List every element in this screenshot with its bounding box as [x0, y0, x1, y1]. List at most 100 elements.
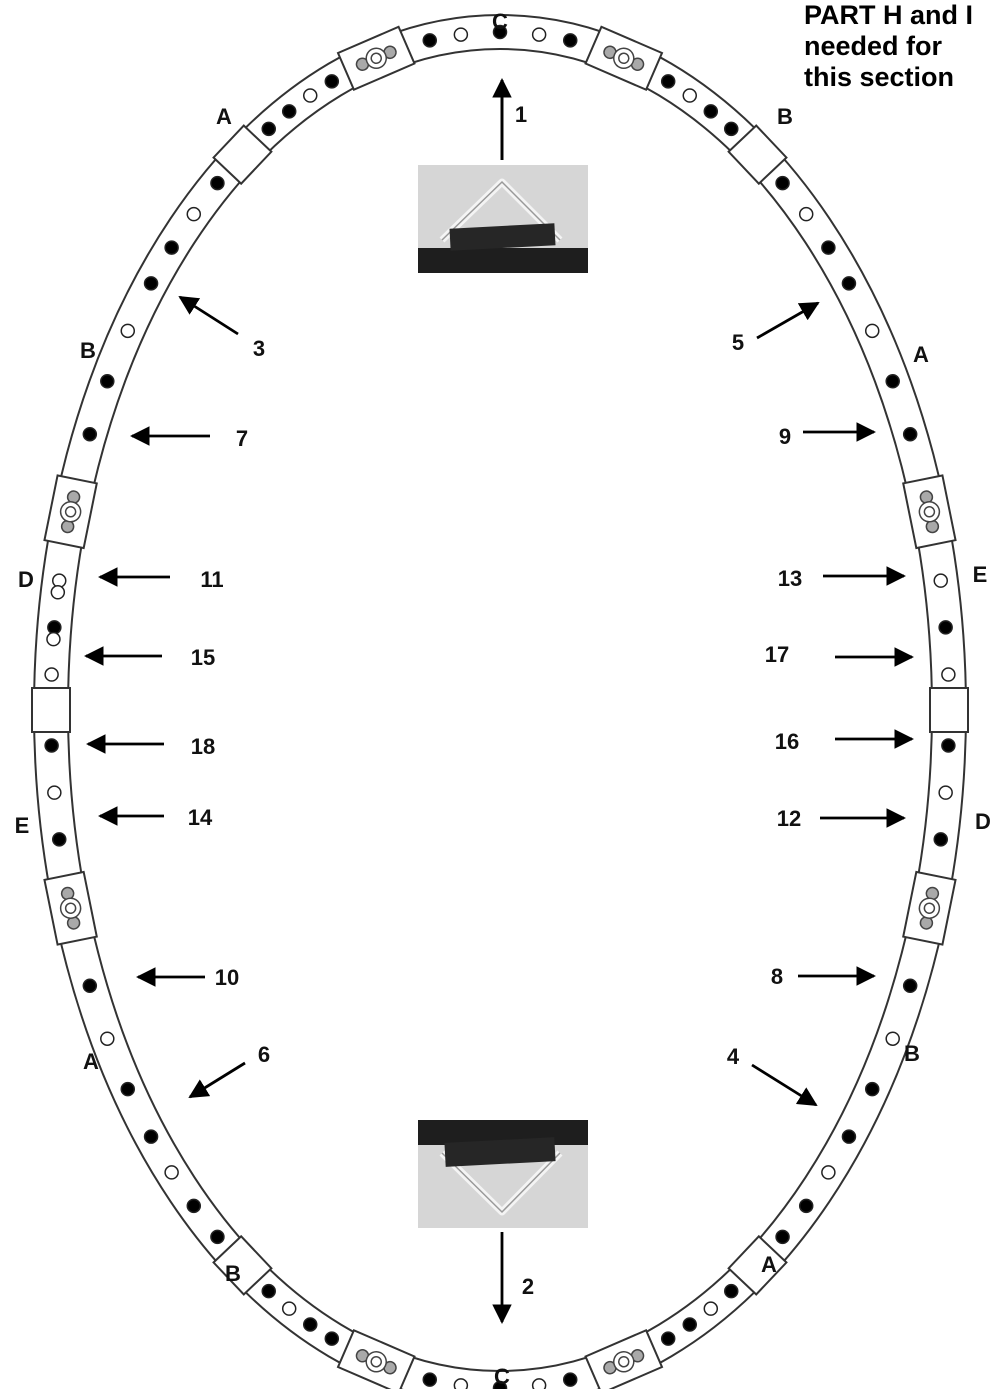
open-hole: [939, 786, 952, 799]
step-number: 10: [215, 965, 239, 990]
step-number: 12: [777, 806, 801, 831]
position-letter: B: [80, 338, 96, 363]
connector-block: [903, 475, 955, 548]
open-hole: [822, 1166, 835, 1179]
filled-hole: [423, 1373, 436, 1386]
open-hole: [165, 1166, 178, 1179]
top-hook-photo: [418, 165, 588, 273]
filled-hole: [866, 1083, 879, 1096]
open-hole: [454, 1379, 467, 1389]
open-hole: [283, 1302, 296, 1315]
filled-hole: [704, 105, 717, 118]
filled-hole: [776, 177, 789, 190]
step-number: 14: [188, 805, 213, 830]
filled-hole: [564, 34, 577, 47]
filled-hole: [683, 1318, 696, 1331]
step-number: 17: [765, 642, 789, 667]
filled-hole: [145, 1130, 158, 1143]
open-hole: [121, 324, 134, 337]
step-number: 9: [779, 424, 791, 449]
filled-hole: [53, 833, 66, 846]
filled-hole: [564, 1373, 577, 1386]
filled-hole: [283, 105, 296, 118]
filled-hole: [187, 1199, 200, 1212]
filled-hole: [45, 739, 58, 752]
filled-hole: [304, 1318, 317, 1331]
connector-block: [586, 27, 662, 90]
filled-hole: [48, 621, 61, 634]
filled-hole: [325, 75, 338, 88]
filled-hole: [776, 1230, 789, 1243]
step-number: 18: [191, 734, 215, 759]
open-hole: [683, 89, 696, 102]
filled-hole: [83, 428, 96, 441]
filled-hole: [662, 1332, 675, 1345]
step-number: 15: [191, 645, 215, 670]
note-line: needed for: [804, 31, 998, 62]
open-hole: [533, 28, 546, 41]
position-letter: C: [494, 1364, 510, 1389]
open-hole: [51, 586, 64, 599]
filled-hole: [842, 277, 855, 290]
position-letter: E: [973, 562, 988, 587]
open-hole: [187, 208, 200, 221]
position-letter: A: [913, 342, 929, 367]
position-letter: D: [18, 567, 34, 592]
position-letter: B: [225, 1261, 241, 1286]
open-hole: [800, 208, 813, 221]
parts-note: PART H and I needed for this section: [804, 0, 998, 93]
filled-hole: [662, 75, 675, 88]
connector-block: [586, 1330, 662, 1389]
filled-hole: [211, 1230, 224, 1243]
ring-gap: [729, 126, 787, 184]
filled-hole: [121, 1083, 134, 1096]
filled-hole: [942, 739, 955, 752]
step-number: 5: [732, 330, 744, 355]
filled-hole: [886, 375, 899, 388]
ring-gap: [214, 1236, 272, 1294]
open-hole: [942, 668, 955, 681]
position-letter: C: [492, 9, 508, 34]
connector-block: [338, 27, 414, 90]
filled-hole: [904, 979, 917, 992]
position-letter: D: [975, 809, 991, 834]
note-line: PART H and I: [804, 0, 998, 31]
position-letter: A: [83, 1049, 99, 1074]
filled-hole: [800, 1199, 813, 1212]
arrow: [190, 1063, 245, 1097]
open-hole: [304, 89, 317, 102]
step-number: 3: [253, 336, 265, 361]
step-number: 2: [522, 1274, 534, 1299]
position-letter: B: [904, 1041, 920, 1066]
filled-hole: [211, 177, 224, 190]
step-number: 4: [727, 1044, 740, 1069]
open-hole: [45, 668, 58, 681]
position-letter: A: [761, 1252, 777, 1277]
connector-block: [44, 475, 96, 548]
filled-hole: [101, 375, 114, 388]
ring-gap: [729, 1236, 787, 1294]
connector-block: [903, 872, 955, 945]
filled-hole: [725, 122, 738, 135]
step-number: 13: [778, 566, 802, 591]
open-hole: [934, 574, 947, 587]
arrow: [752, 1065, 816, 1105]
ring-gap: [32, 688, 70, 732]
filled-hole: [725, 1285, 738, 1298]
filled-hole: [934, 833, 947, 846]
note-line: this section: [804, 62, 998, 93]
position-letter: A: [216, 104, 232, 129]
open-hole: [533, 1379, 546, 1389]
filled-hole: [165, 241, 178, 254]
step-number: 1: [515, 102, 527, 127]
bottom-hook-photo: [418, 1120, 588, 1228]
step-number: 6: [258, 1042, 270, 1067]
position-letter: E: [15, 813, 30, 838]
filled-hole: [822, 241, 835, 254]
arrow: [757, 303, 818, 338]
ring-gap: [214, 126, 272, 184]
step-number: 8: [771, 964, 783, 989]
ring-gap: [930, 688, 968, 732]
